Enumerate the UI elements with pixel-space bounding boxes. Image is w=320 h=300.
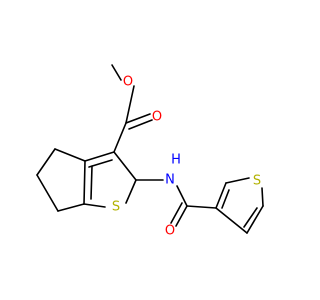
thiophene-sulfur-label: S — [253, 174, 261, 189]
bond-thio-c5-c4-inner — [243, 207, 258, 228]
bond-c6a-c3a-inner — [90, 165, 93, 200]
bond-thio-c3-c2-inner — [221, 189, 230, 209]
molecule-canvas: O O S N H O S — [36, 64, 264, 239]
bond-amide-co-a — [175, 205, 188, 227]
bond-s-c6a — [83, 203, 106, 208]
bond-c5-c6 — [36, 174, 59, 212]
bond-amide-c-thio — [186, 205, 217, 209]
bond-thio-c3-c2 — [215, 182, 227, 209]
bond-c6a-c3a — [83, 160, 86, 205]
amide-hydrogen-label: H — [171, 153, 181, 168]
bond-amide-co-b — [170, 202, 183, 224]
bond-thio-c5-c4 — [246, 205, 264, 234]
bond-thio-s-c5 — [261, 187, 264, 207]
amide-nitrogen-label: N — [165, 173, 175, 188]
bonds — [36, 64, 264, 234]
amide-carbonyl-oxygen-label: O — [165, 224, 175, 239]
bond-c3a-c4 — [54, 148, 86, 162]
bond-carbonyl-c3 — [113, 122, 127, 153]
bond-methyl-o — [111, 64, 122, 81]
bond-c3a-c3-inner — [88, 159, 113, 168]
bond-c6-c6a — [57, 203, 85, 212]
bond-o-carbonyl — [125, 85, 135, 124]
atom-labels: O O S N H O S — [112, 75, 261, 239]
bond-c2-s — [125, 179, 137, 204]
ester-carbonyl-oxygen-label: O — [152, 110, 162, 125]
bond-c4-c5 — [36, 148, 56, 176]
ester-ether-oxygen-label: O — [123, 75, 133, 90]
structure-diagram: O O S N H O S — [36, 64, 264, 239]
bond-c3-c2 — [113, 151, 137, 181]
bond-c3a-c3 — [84, 151, 115, 162]
bond-carbonyl-o-double-b — [128, 119, 153, 130]
bond-thio-c4-c3 — [215, 207, 248, 234]
fused-thiophene-sulfur-label: S — [112, 200, 120, 215]
bond-thio-c2-s — [225, 177, 250, 184]
bond-n-amide-c — [176, 185, 188, 207]
bond-carbonyl-o-double-a — [125, 113, 151, 124]
